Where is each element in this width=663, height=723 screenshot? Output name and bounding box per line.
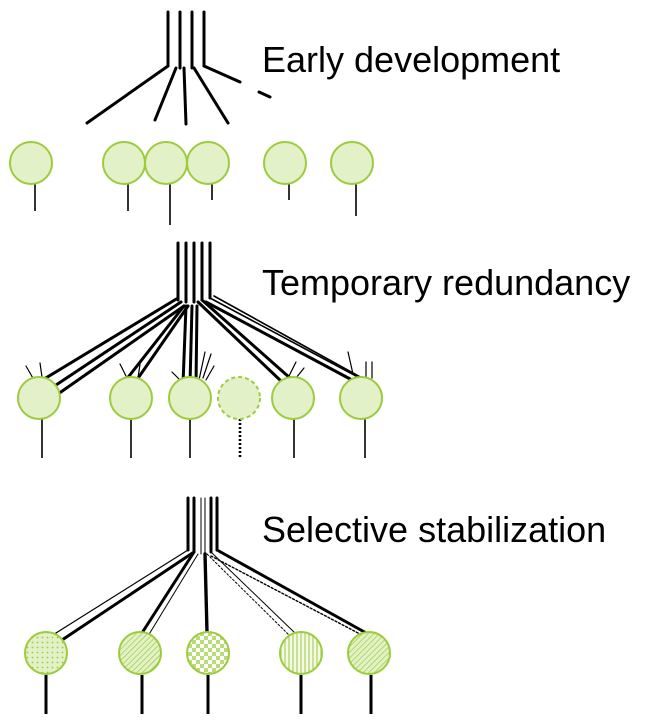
stage-label-temporary-redundancy: Temporary redundancy bbox=[262, 262, 630, 303]
axon-bundle-stage-2 bbox=[24, 241, 373, 396]
neuron-cell-dotted bbox=[24, 631, 68, 714]
neuron-cell bbox=[109, 376, 153, 458]
neuron-cell bbox=[144, 141, 188, 225]
neuron-cell bbox=[168, 376, 212, 458]
neuron-cell bbox=[330, 141, 374, 216]
neuron-cell-checkered bbox=[186, 631, 230, 714]
neuron-cell bbox=[186, 141, 230, 200]
neuron-cell-hatched bbox=[118, 631, 162, 714]
neuron-cell bbox=[271, 376, 315, 458]
stage-temporary-redundancy: Temporary redundancy bbox=[17, 241, 630, 458]
neuron-cell bbox=[9, 141, 53, 211]
cell-row-stage-3 bbox=[24, 631, 391, 714]
axon-bundle-stage-3 bbox=[47, 496, 370, 642]
stage-early-development: Early development bbox=[9, 10, 560, 225]
cell-row-stage-1 bbox=[9, 141, 374, 225]
stage-label-early-development: Early development bbox=[262, 39, 560, 80]
neuron-cell-hatched bbox=[347, 631, 391, 714]
stage-label-selective-stabilization: Selective stabilization bbox=[262, 509, 606, 550]
neuron-cell-striped bbox=[279, 631, 323, 714]
neuron-cell bbox=[17, 376, 61, 458]
stage-selective-stabilization: Selective stabilization bbox=[24, 496, 606, 714]
neuron-cell bbox=[339, 376, 383, 458]
axon-bundle-stage-1 bbox=[85, 10, 272, 126]
neuron-cell bbox=[102, 141, 146, 211]
neuron-cell bbox=[263, 141, 307, 200]
cell-row-stage-2 bbox=[17, 376, 383, 458]
neuron-cell-degenerating bbox=[217, 376, 261, 458]
